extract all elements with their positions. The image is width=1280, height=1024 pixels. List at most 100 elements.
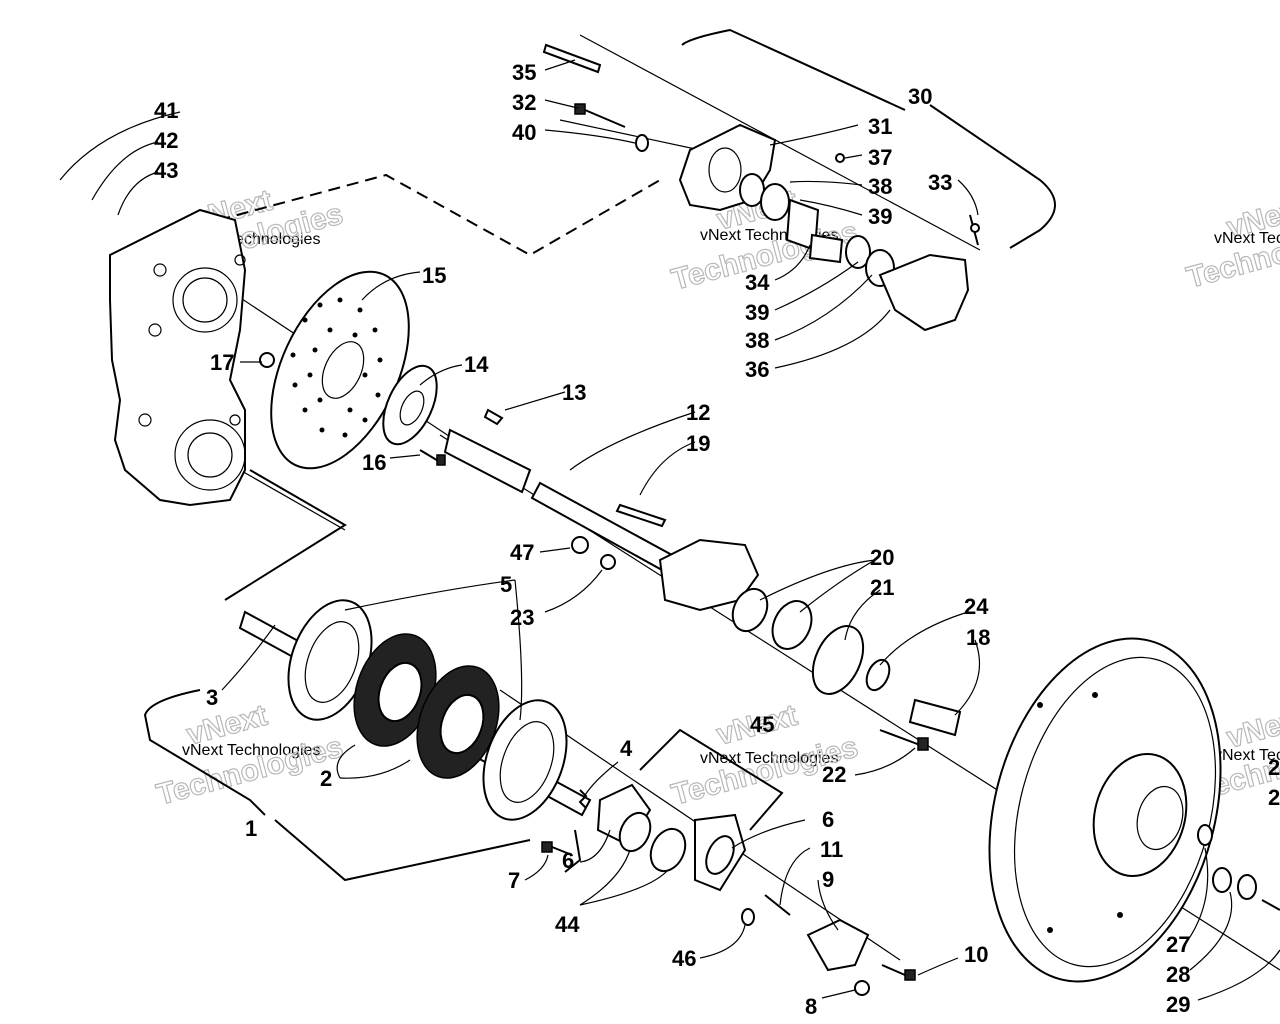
label-28: 28 (1166, 962, 1190, 987)
label-42: 42 (154, 128, 178, 153)
brake-hub (382, 364, 438, 446)
washer-27 (1197, 824, 1213, 846)
break-line-lower-2 (564, 829, 582, 873)
stub-shaft (443, 408, 532, 494)
bolt-32 (574, 103, 626, 128)
watermark-top-right: vNext vNext Technologies Technologies (1183, 191, 1280, 295)
label-8: 8 (805, 994, 817, 1019)
label-16: 16 (362, 450, 386, 475)
washer-23 (600, 554, 616, 570)
label-32: 32 (512, 90, 536, 115)
spacer-46 (741, 908, 755, 926)
pin-11 (764, 894, 791, 916)
break-line-lower (224, 469, 347, 601)
bearing-flange-left (596, 783, 687, 873)
label-1: 1 (245, 816, 257, 841)
label-10: 10 (964, 942, 988, 967)
bolt-end (1261, 899, 1280, 911)
label-38-bottom: 38 (745, 328, 769, 353)
label-41: 41 (154, 98, 178, 123)
bolt-22 (879, 729, 929, 751)
group-bracket-30 (681, 28, 1056, 249)
label-35: 35 (512, 60, 536, 85)
label-31: 31 (868, 114, 892, 139)
label-45: 45 (750, 712, 774, 737)
label-25-cut: 2 (1268, 755, 1280, 780)
washer-29 (1237, 874, 1257, 900)
label-18: 18 (966, 625, 990, 650)
label-37: 37 (868, 145, 892, 170)
label-33: 33 (928, 170, 952, 195)
label-39-bottom: 39 (745, 300, 769, 325)
label-9: 9 (822, 867, 834, 892)
bearing-housing-9 (806, 918, 870, 972)
bearing-right (705, 835, 735, 875)
leader-lines (59, 59, 1280, 1001)
clip-37 (835, 153, 845, 163)
label-23: 23 (510, 605, 534, 630)
part-labels: 41 42 43 15 14 17 16 13 12 19 47 23 20 2… (154, 60, 1280, 1019)
drive-shaft-assembly (238, 599, 592, 821)
label-6-right: 6 (822, 807, 834, 832)
spacer-18 (908, 698, 962, 737)
label-29: 29 (1166, 992, 1190, 1017)
label-47: 47 (510, 540, 534, 565)
washer-40 (635, 134, 649, 152)
watermark-company: vNext Technologies (1214, 230, 1280, 247)
group-bracket-45 (639, 728, 784, 831)
label-5: 5 (500, 572, 512, 597)
bearings-20 (731, 587, 813, 650)
label-44: 44 (555, 912, 580, 937)
label-20: 20 (870, 545, 894, 570)
label-11: 11 (820, 837, 843, 862)
bolt-10 (881, 964, 916, 981)
caliper-body-outer-36 (878, 253, 970, 332)
label-21: 21 (870, 575, 894, 600)
label-22: 22 (822, 762, 846, 787)
label-15: 15 (422, 263, 446, 288)
label-26-cut: 2 (1268, 785, 1280, 810)
bearing-plate (658, 538, 760, 612)
break-line-upper (199, 173, 661, 257)
label-14: 14 (464, 352, 489, 377)
spring-4 (578, 789, 588, 809)
label-40: 40 (512, 120, 536, 145)
caliper-key-35 (542, 43, 602, 74)
label-30: 30 (908, 84, 932, 109)
label-27: 27 (1166, 932, 1190, 957)
group-bracket-1 (143, 689, 531, 882)
label-17: 17 (210, 350, 234, 375)
label-43: 43 (154, 158, 178, 183)
bolt-16 (419, 449, 446, 466)
bolt-7 (541, 841, 573, 856)
label-3: 3 (206, 685, 218, 710)
brake-disc (270, 270, 410, 470)
watermark-company: vNext Technologies (182, 742, 320, 759)
nut-17 (259, 352, 275, 368)
label-39-top: 39 (868, 204, 892, 229)
nut-8 (854, 980, 870, 996)
brake-pads-34 (785, 198, 844, 264)
watermark-company: vNext Technologies (1214, 747, 1280, 764)
caliper-pistons (739, 173, 790, 221)
label-46: 46 (672, 946, 696, 971)
driven-pulley (988, 637, 1222, 983)
label-7: 7 (508, 868, 520, 893)
washer-28 (1212, 867, 1232, 893)
label-4: 4 (620, 736, 633, 761)
label-2: 2 (320, 766, 332, 791)
label-19: 19 (686, 431, 710, 456)
label-34: 34 (745, 270, 770, 295)
nut-47 (571, 536, 589, 554)
label-24: 24 (964, 594, 989, 619)
label-38-top: 38 (868, 174, 892, 199)
flange-21 (811, 625, 865, 695)
label-36: 36 (745, 357, 769, 382)
label-6-left: 6 (562, 848, 574, 873)
bleeder-33 (969, 214, 980, 246)
label-13: 13 (562, 380, 586, 405)
seal-24 (865, 658, 891, 692)
label-12: 12 (686, 400, 710, 425)
gearcase-housing (109, 208, 247, 507)
